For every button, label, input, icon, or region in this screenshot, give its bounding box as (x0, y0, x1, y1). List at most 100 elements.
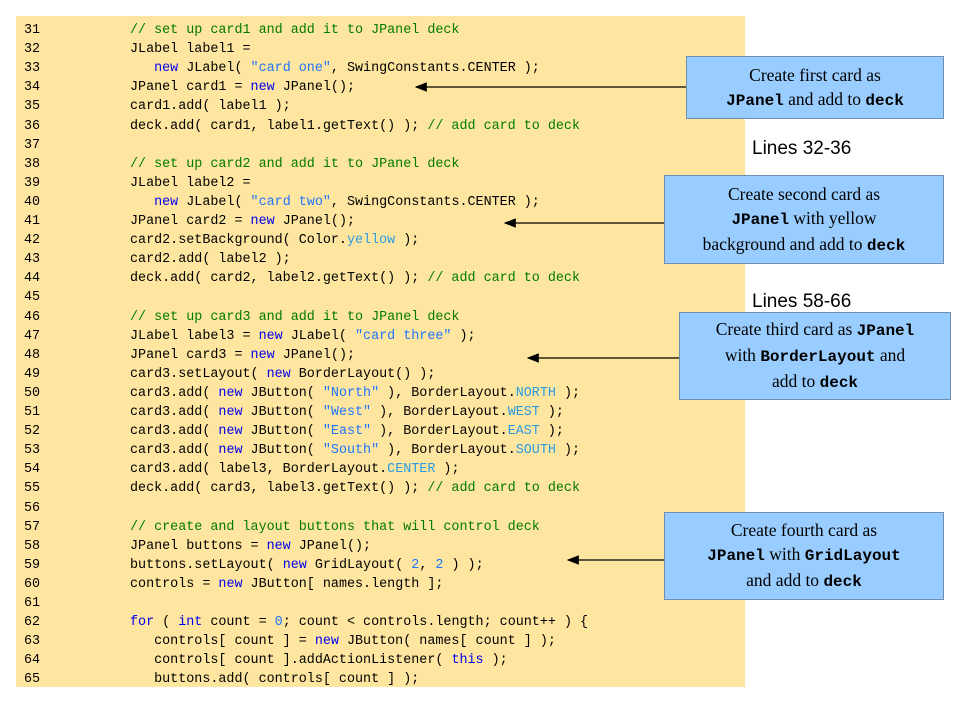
code-text: // set up card1 and add it to JPanel dec… (130, 21, 459, 40)
line-number: 65 (24, 672, 41, 687)
code-line: 34 JPanel card1 = new JPanel(); (16, 78, 745, 97)
callout-line: Create first card as (687, 63, 943, 87)
code-token: new (218, 576, 243, 592)
code-line: 62 for ( int count = 0; count < controls.… (16, 613, 745, 632)
code-token: ); (555, 385, 581, 401)
code-token: JButton( (242, 424, 323, 440)
code-token: ); (451, 328, 476, 344)
line-number: 32 (24, 42, 41, 58)
code-token: new (218, 424, 243, 440)
line-number: 64 (24, 653, 41, 669)
line-number: 45 (24, 290, 41, 306)
code-token: , SwingConstants.CENTER ); (330, 61, 540, 77)
code-token: "South" (322, 443, 380, 459)
code-token: new (258, 328, 283, 344)
code-text: card3.add( new JButton( "East" ), Border… (130, 422, 564, 441)
code-line: 45 (16, 288, 745, 307)
line-number: 40 (24, 194, 41, 210)
code-text: JPanel card1 = new JPanel(); (130, 78, 355, 97)
line-number: 47 (24, 328, 41, 344)
code-token: JButton( (242, 443, 323, 459)
code-line: 56 (16, 499, 745, 518)
code-token: JPanel(); (274, 214, 356, 229)
code-token: JLabel( (282, 328, 356, 344)
code-token: // add card to deck (427, 271, 581, 287)
line-number: 34 (24, 80, 41, 96)
callout-code-term: deck (865, 91, 904, 110)
code-token: new (218, 385, 243, 401)
line-number: 33 (24, 61, 41, 77)
line-number: 62 (24, 615, 41, 631)
code-token: new (250, 80, 275, 96)
callout-line: with BorderLayout and (680, 343, 950, 369)
code-token: , SwingConstants.CENTER ); (330, 194, 540, 210)
code-token: "card two" (250, 194, 331, 210)
code-token: GridLayout( (306, 557, 412, 573)
callout-text: with yellow (789, 207, 877, 228)
code-token: JLabel label3 = (130, 328, 259, 344)
callout-line: background and add to deck (665, 232, 943, 258)
code-token: ) ); (443, 557, 484, 573)
code-token: JPanel card3 = (130, 347, 251, 363)
code-token: new (266, 538, 291, 554)
code-token: JPanel(); (274, 80, 356, 96)
code-token: yellow (346, 233, 396, 249)
code-line: 32 JLabel label1 = (16, 40, 745, 59)
callout-code-term: BorderLayout (760, 348, 876, 366)
code-listing: 31// set up card1 and add it to JPanel d… (16, 16, 745, 687)
code-token: JButton( names[ count ] ); (338, 634, 556, 650)
code-token: deck.add( card2, label2.getText() ); (130, 271, 428, 287)
callout-code-term: deck (823, 573, 862, 591)
code-line: 64 controls[ count ].addActionListener( … (16, 651, 745, 670)
callout-line: JPanel with GridLayout (665, 542, 943, 568)
code-token: new (154, 194, 179, 210)
code-token: JLabel( (178, 61, 251, 77)
code-text: for ( int count = 0; count < controls.le… (130, 613, 588, 632)
line-number: 52 (24, 424, 41, 440)
code-token: ), BorderLayout. (371, 405, 508, 420)
callout-second-card: Create second card as JPanel with yellow b… (664, 175, 944, 264)
code-token: CENTER (387, 462, 436, 478)
code-text: // set up card2 and add it to JPanel dec… (130, 155, 459, 174)
code-token: JLabel label2 = (130, 175, 251, 191)
code-text: deck.add( card3, label3.getText() ); // … (130, 479, 580, 498)
code-token: 0 (274, 615, 283, 631)
callout-text: Create first card as (749, 64, 881, 85)
callout-code-term: JPanel (731, 210, 790, 229)
code-line: 38// set up card2 and add it to JPanel d… (16, 155, 745, 174)
code-text: card2.add( label2 ); (130, 250, 291, 269)
code-token: new (314, 634, 339, 650)
line-number: 41 (24, 214, 41, 229)
callout-code-term: GridLayout (804, 547, 901, 565)
code-text: card3.add( label3, BorderLayout.CENTER )… (130, 460, 459, 479)
code-token (130, 61, 154, 76)
code-token: new (282, 557, 307, 573)
code-token: card1.add( label1 ); (130, 99, 291, 115)
code-token: new (218, 443, 243, 459)
line-number: 63 (24, 634, 41, 650)
line-number: 50 (24, 385, 41, 401)
code-token: this (451, 653, 484, 669)
side-label-lines-58-66: Lines 58-66 (752, 291, 852, 312)
code-text: JLabel label1 = (130, 40, 251, 59)
code-token: deck.add( card1, label1.getText() ); (130, 118, 428, 134)
code-token: controls[ count ].addActionListener( (130, 653, 452, 669)
callout-text: Create second card as (727, 183, 881, 204)
line-number: 42 (24, 233, 41, 249)
code-token: new (154, 61, 179, 77)
code-token: new (250, 214, 275, 229)
code-token: ); (483, 653, 508, 669)
code-token: card3.add( (130, 405, 219, 420)
code-token: 2 (435, 557, 444, 573)
code-token: buttons.setLayout( (130, 557, 283, 573)
callout-code-term: JPanel (707, 547, 765, 565)
code-token: controls = (130, 576, 219, 592)
code-token: ); (555, 443, 581, 459)
line-number: 36 (24, 118, 41, 134)
code-token: ( (154, 615, 179, 631)
